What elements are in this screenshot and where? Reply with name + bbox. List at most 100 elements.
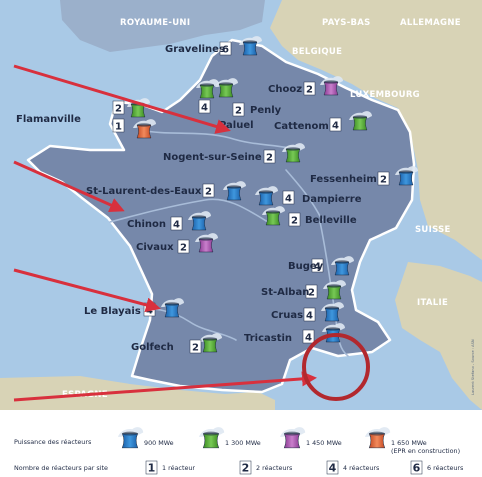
site-name: Tricastin [244,333,292,344]
reactor-count-badge [189,339,202,354]
italy-land [395,262,482,410]
legend-power-title: Puissance des réacteurs [14,438,92,446]
reactor-icon [117,427,144,449]
reactor-count: 2 [235,106,242,117]
reactor-count: 2 [380,175,387,186]
site-name: Nogent-sur-Seine [163,152,262,163]
site-st-alban: 2St-Alban [261,280,346,300]
legend-count-badge [326,460,339,475]
northern-europe-land [270,0,482,260]
reactor-icon [188,211,211,231]
reactor-count: 2 [205,187,212,198]
legend-power-label: 1 650 MWe [391,439,427,447]
legend-count-number: 4 [329,462,337,475]
reactor-icon [323,280,346,300]
reactor-icon [395,166,418,186]
reactor-count-badge [202,183,215,198]
reactor-count-badge [288,212,301,227]
reactor-icon [239,36,262,56]
country-label: ALLEMAGNE [400,18,461,28]
reactor-icon [223,181,246,201]
arrows [13,64,317,402]
site-belleville: 2 Belleville [262,206,357,227]
site-name: Cattenom [274,121,329,132]
site-name: Le Blayais [84,306,141,317]
reactor-icon [320,76,343,96]
site-name: Belleville [305,215,357,226]
site-nogent-sur-seine: 2 Nogent-sur-Seine [163,143,305,164]
reactor-count: 2 [291,216,298,227]
legend-power-label: 1 300 MWe [225,439,261,447]
site-st-laurent-des-eaux: 2St-Laurent-des-Eaux [86,181,246,201]
reactor-icon [321,302,344,322]
reactor-count: 4 [285,194,292,205]
site-name: Flamanville [16,114,81,125]
arrow-blayais [13,268,161,313]
reactor-count: 2 [266,153,273,164]
site-name: Cruas [271,310,303,321]
legend-power-item: 1 650 MWe(EPR en construction) [364,427,460,455]
reactor-icon [196,79,219,99]
reactor-icon [262,206,285,226]
reactor-count: 4 [173,220,180,231]
site-chooz: 2 Chooz [268,76,343,96]
reactor-icon [255,186,278,206]
legend-power: 900 MWe 1 300 MWe 1 450 MWe 1 650 MWe(EPR e… [117,427,460,455]
site-name: Chooz [268,84,302,95]
site-name: St-Laurent-des-Eaux [86,186,202,197]
legend-count-badge [239,460,252,475]
legend-power-item: 1 450 MWe [279,427,342,449]
reactor-count-badge [329,117,342,132]
legend-power-label: 1 450 MWe [306,439,342,447]
reactor-count: 4 [306,311,313,322]
legend-power-label: 900 MWe [144,439,174,447]
reactor-count-badge [263,149,276,164]
reactor-count-badge [303,81,316,96]
site-golfech: 2 Golfech [131,333,222,354]
reactor-icon [215,78,238,98]
site-name: Golfech [131,342,174,353]
legend-count-number: 2 [242,462,250,475]
reactor-icon [282,143,305,163]
legend-count-label: 2 réacteurs [256,464,293,472]
legend-count-item: 2 2 réacteurs [239,460,293,475]
france-land [26,38,416,394]
reactor-count: 2 [192,343,199,354]
country-label: ITALIE [417,298,448,308]
reactor-count-badge [219,41,232,56]
country-label: BELGIQUE [292,47,342,57]
legend-power-item: 900 MWe [117,427,174,449]
reactor-count: 6 [222,45,229,56]
country-label: LUXEMBOURG [350,90,420,100]
spain-land [0,376,275,410]
reactor-count-badge [112,100,125,115]
reactor-count-badge [303,307,316,322]
reactor-icon [364,427,391,449]
site-name: Bugey [288,261,324,272]
reactor-icon [198,427,225,449]
legend-count-label: 6 réacteurs [427,464,464,472]
country-label: ROYAUME-UNI [120,18,190,28]
legend-count-number: 1 [148,462,156,475]
reactor-count: 2 [306,85,313,96]
reactor-count-badge [232,102,245,117]
country-label: PAYS-BAS [322,18,371,28]
reactor-count-badge [112,118,125,133]
highlight-circle [302,333,370,401]
reactor-count-badge [282,190,295,205]
arrow-mediterranean [13,371,317,402]
reactor-icon [133,119,156,139]
reactor-count: 2 [115,104,122,115]
